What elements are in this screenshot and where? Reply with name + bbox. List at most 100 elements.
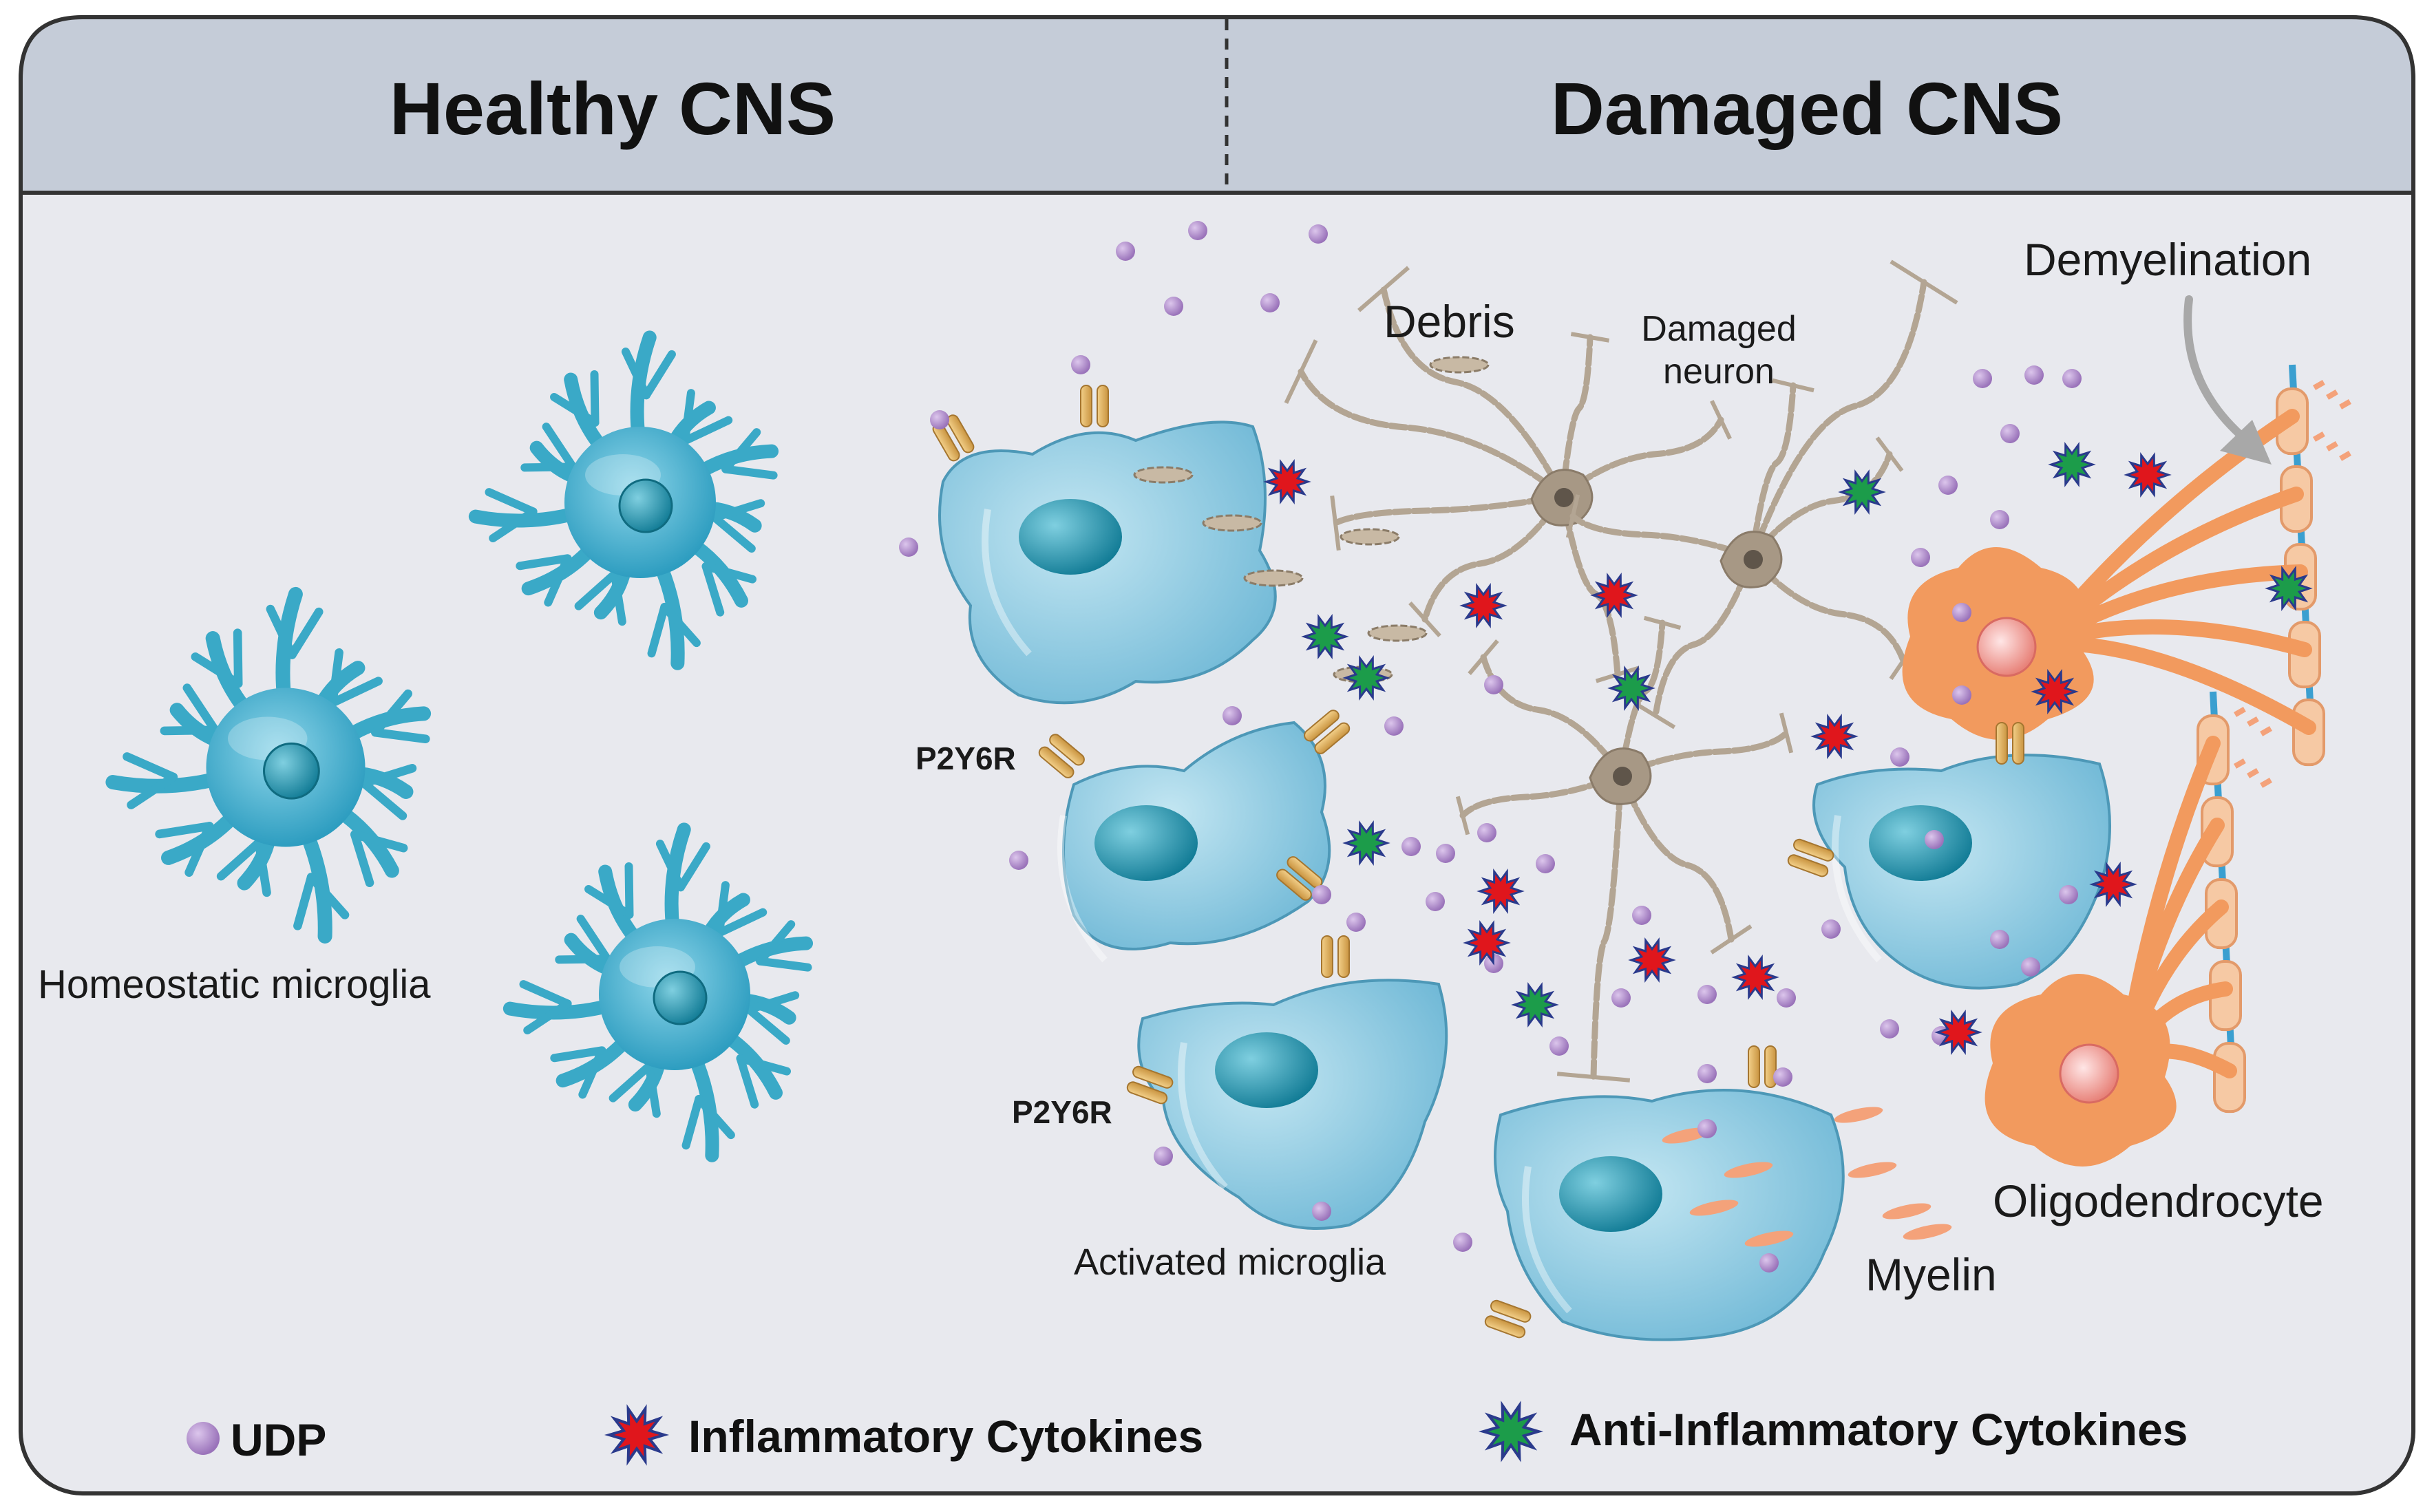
microglia-branch <box>127 772 178 809</box>
header-healthy: Healthy CNS <box>390 67 836 150</box>
neurite-tip <box>1408 601 1441 638</box>
udp-particle <box>1821 919 1841 939</box>
microglia-branch <box>544 554 572 607</box>
udp-particle <box>1484 675 1503 694</box>
microglia-branch <box>701 562 756 584</box>
p2y6r-receptor <box>1080 385 1109 427</box>
receptor-lobe <box>1748 1045 1760 1088</box>
microglia-branch <box>182 683 220 735</box>
neurite-tip <box>1455 796 1470 835</box>
udp-particle <box>1312 885 1331 904</box>
myelin-debris <box>1744 1231 1794 1247</box>
damaged-neuron <box>1284 266 1732 683</box>
microglia-nucleus <box>653 970 708 1025</box>
neurite-tip <box>1643 615 1682 630</box>
microglia-branch <box>233 628 243 688</box>
inflammatory-cytokine <box>2031 669 2079 714</box>
receptor-lobe <box>946 414 975 454</box>
udp-particle <box>2062 369 2082 388</box>
microglia-branch <box>578 1046 606 1099</box>
oligodendrocyte-nucleus <box>2059 1043 2119 1104</box>
damaged-neuron <box>1565 259 1958 730</box>
myelin-debris <box>1689 1200 1739 1216</box>
microglia-branch <box>371 727 430 743</box>
neurite <box>1421 492 1566 623</box>
microglia-branch <box>736 1054 791 1076</box>
myelin-fragment <box>2247 716 2259 727</box>
udp-particle <box>1223 706 1242 725</box>
neuron-nucleus <box>1613 767 1632 786</box>
damaged-neuron-label-2: neuron <box>1663 352 1775 392</box>
microglia-branch <box>523 999 572 1035</box>
activated-microglia-highlight <box>1522 1166 1572 1314</box>
neurite <box>1380 286 1566 499</box>
udp-particle <box>2059 885 2078 904</box>
activated-microglia-nucleus <box>1559 1156 1662 1232</box>
debris-fragment <box>1243 569 1304 587</box>
udp-particle <box>1911 548 1930 567</box>
microglia-branch <box>254 838 271 897</box>
p2y6r-receptor <box>1321 935 1350 978</box>
microglia-branch <box>350 830 374 888</box>
udp-particle <box>1453 1233 1472 1252</box>
anti-inflammatory-cytokine <box>1511 982 1559 1027</box>
myelin-fragment <box>2313 379 2325 390</box>
udp-particle <box>1549 1036 1569 1056</box>
microglia-branch <box>371 689 413 737</box>
neurite-tip <box>1710 924 1753 955</box>
udp-particle <box>2021 957 2040 977</box>
neurite <box>1748 382 1797 561</box>
debris-fragment <box>1133 466 1194 484</box>
receptor-lobe <box>1038 746 1075 778</box>
microglia-branch <box>266 604 297 659</box>
udp-particle <box>1938 476 1958 495</box>
udp-particle <box>1164 297 1183 316</box>
receptor-lobe <box>1276 869 1312 901</box>
udp-particle <box>1952 603 1971 622</box>
receptor-lobe <box>1304 710 1340 742</box>
neurite-tip <box>1284 339 1318 404</box>
myelin-debris <box>1724 1162 1773 1178</box>
activated-microglia-highlight <box>1832 815 1882 963</box>
receptor-lobe <box>1126 1081 1168 1105</box>
homeostatic-microglia-cell <box>468 330 779 670</box>
homeostatic-microglia-group <box>105 330 814 1162</box>
microglia-branch <box>710 513 756 553</box>
demyelination-arrow <box>2183 295 2255 448</box>
activated-microglia-nucleus <box>1215 1032 1318 1108</box>
udp-particle <box>1759 1253 1779 1273</box>
udp-particle <box>1697 1064 1717 1083</box>
receptor-lobe <box>1097 385 1109 427</box>
activated-microglia-label: Activated microglia <box>1074 1242 1386 1283</box>
p2y6r-label-2: P2Y6R <box>1012 1094 1112 1130</box>
microglia-branch <box>184 822 214 877</box>
header-damaged: Damaged CNS <box>1551 67 2063 150</box>
udp-particle <box>1952 685 1971 705</box>
receptor-lobe <box>1490 1299 1532 1323</box>
udp-particle <box>1925 830 1944 849</box>
myelin-fragment <box>2326 390 2338 400</box>
myelin-debris <box>1903 1224 1952 1240</box>
neurite-tip <box>1710 400 1732 440</box>
microglia-branch <box>359 778 408 820</box>
anti-inflammatory-cytokine <box>1301 614 1349 659</box>
microglia-branch <box>715 908 768 937</box>
neurite-tip <box>1772 378 1814 393</box>
anti-inflammatory-cytokine <box>1342 655 1390 701</box>
microglia-branch <box>660 602 701 648</box>
microglia-branch <box>608 1062 653 1103</box>
activated-microglia-nucleus <box>1094 805 1198 881</box>
neurite-tip <box>1779 712 1794 754</box>
debris-fragment <box>1429 356 1490 374</box>
udp-particle <box>1071 355 1090 374</box>
microglia-branch <box>642 350 676 400</box>
receptor-lobe <box>1793 838 1834 862</box>
p2y6r-receptor <box>1787 838 1834 877</box>
inflammatory-cytokine <box>1263 459 1311 504</box>
demyelination-label: Demyelination <box>2024 234 2311 285</box>
udp-particle <box>1697 985 1717 1004</box>
receptor-lobe <box>1314 722 1351 754</box>
receptor-lobe <box>2012 722 2024 765</box>
receptor-lobe <box>1996 722 2008 765</box>
